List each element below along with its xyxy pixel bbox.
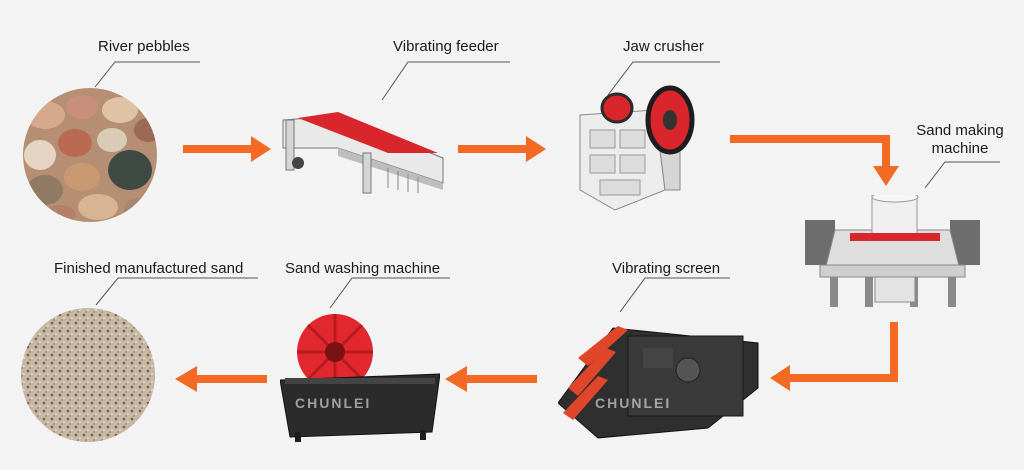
arrow-feeder-to-jaw <box>458 136 546 162</box>
sand-washing-machine-icon <box>280 314 440 442</box>
jaw-crusher-label: Jaw crusher <box>623 38 704 55</box>
sand-making-label-line2: machine <box>931 140 989 157</box>
river-pebbles-label: River pebbles <box>98 38 190 55</box>
sand-making-machine-icon <box>805 195 980 307</box>
sand-photo-icon <box>21 308 155 442</box>
arrow-screen-to-washing <box>445 366 537 392</box>
arrow-jaw-to-sand-making <box>730 135 899 186</box>
watermark-logo: CHUNLEI <box>595 395 672 411</box>
sand-making-label-line1: Sand making <box>916 122 1004 139</box>
sand-washing-machine-label: Sand washing machine <box>285 260 441 277</box>
vibrating-feeder-icon <box>282 112 444 194</box>
arrow-pebbles-to-feeder <box>183 136 271 162</box>
vibrating-feeder-label: Vibrating feeder <box>393 38 499 55</box>
vibrating-screen-icon <box>558 326 759 439</box>
vibrating-screen-label: Vibrating screen <box>612 260 721 277</box>
finished-sand-label: Finished manufactured sand <box>54 260 244 277</box>
arrow-washing-to-finished-sand <box>175 366 267 392</box>
jaw-crusher-icon <box>579 85 695 211</box>
pebbles-photo-icon <box>23 88 157 222</box>
watermark-logo: CHUNLEI <box>295 395 372 411</box>
sand-making-machine-label: Sand making machine <box>905 122 1015 158</box>
arrow-sand-making-to-screen <box>770 322 898 391</box>
